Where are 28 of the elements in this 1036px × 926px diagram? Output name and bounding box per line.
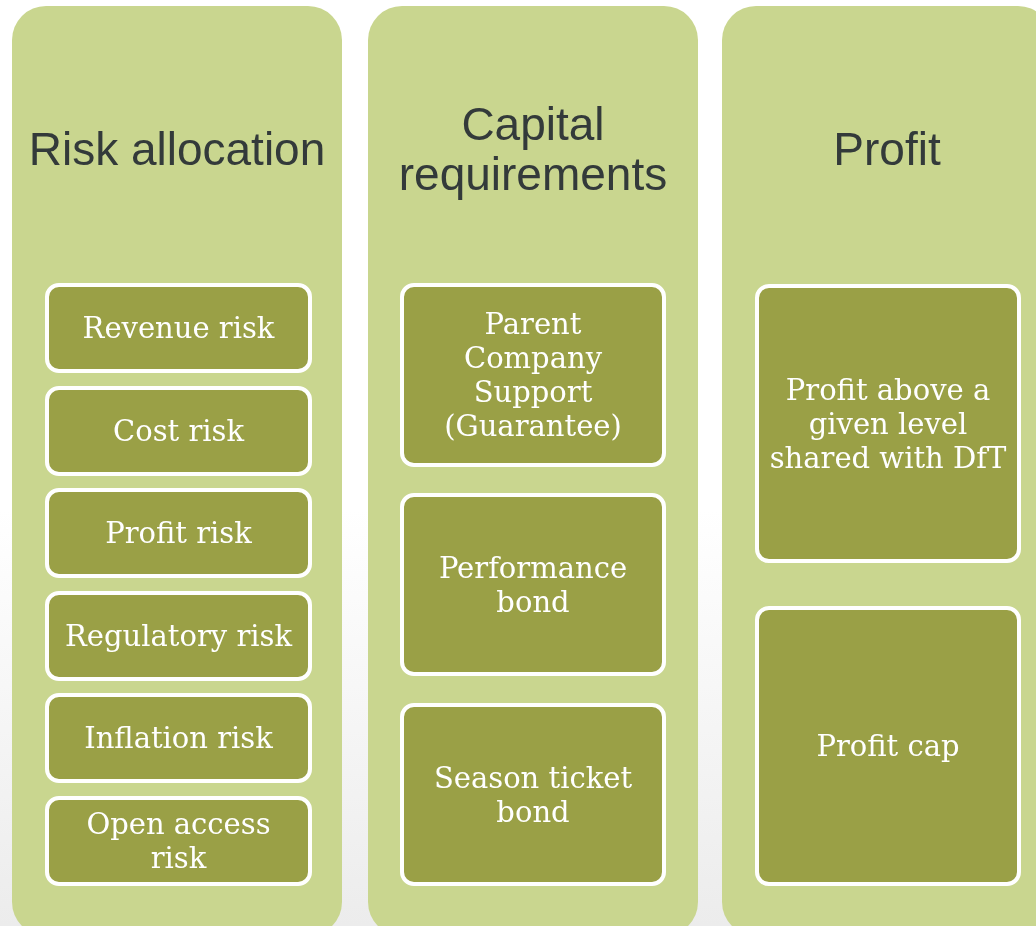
item-text: Revenue risk bbox=[81, 311, 276, 345]
item-text: Profit above a given level shared with DfT bbox=[768, 372, 1008, 475]
item-box bbox=[45, 693, 312, 783]
item-box bbox=[400, 703, 666, 886]
item-box bbox=[45, 283, 312, 373]
column-title: Risk allocation bbox=[27, 122, 327, 177]
item-box bbox=[400, 283, 666, 467]
item-box bbox=[400, 493, 666, 676]
column-title: Profit bbox=[832, 122, 942, 177]
item-text: Season ticket bond bbox=[432, 760, 634, 829]
column-title: Capital requirements bbox=[397, 97, 669, 202]
item-text: Inflation risk bbox=[83, 721, 274, 755]
item-text: Parent Company Support (Guarantee) bbox=[443, 307, 623, 443]
item-box bbox=[45, 796, 312, 886]
item-text: Open access risk bbox=[85, 807, 272, 875]
column-panel bbox=[12, 6, 342, 926]
item-box bbox=[45, 591, 312, 681]
item-text: Profit cap bbox=[815, 729, 961, 763]
item-text: Performance bond bbox=[437, 550, 629, 619]
item-box bbox=[755, 284, 1021, 563]
item-box bbox=[45, 386, 312, 476]
item-box bbox=[755, 606, 1021, 886]
item-text: Regulatory risk bbox=[64, 619, 294, 653]
column-panel bbox=[368, 6, 698, 926]
item-text: Cost risk bbox=[112, 414, 246, 448]
item-text: Profit risk bbox=[104, 516, 253, 550]
item-box bbox=[45, 488, 312, 578]
column-panel bbox=[722, 6, 1036, 926]
